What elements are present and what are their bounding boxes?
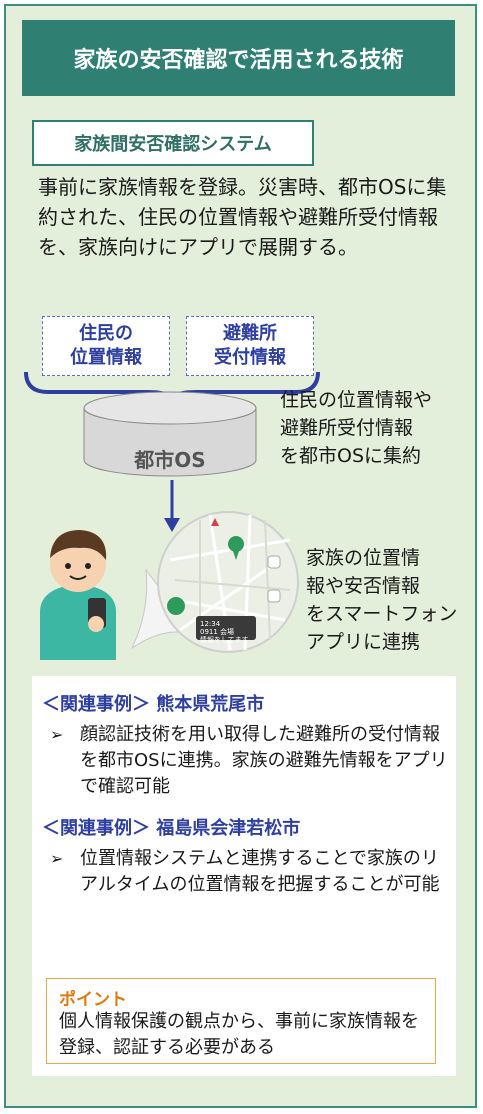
bullet-arrow-icon: ➢: [50, 725, 64, 744]
diagram-graphic: [24, 371, 320, 660]
system-description: 事前に家族情報を登録。災害時、都市OSに集約された、住民の位置情報や避難所受付情…: [38, 175, 447, 259]
city-os-label: 都市OS: [134, 448, 206, 472]
point-text: 個人情報保護の観点から、事前に家族情報を登録、認証する必要がある: [59, 1011, 419, 1058]
map-bubble-icon: [130, 511, 299, 653]
point-title: ポイント: [59, 990, 127, 1010]
case-bullet-arao: ➢ 顔認証技術を用い取得した避難所の受付情報を都市OSに連携。家族の避難先情報を…: [50, 724, 448, 797]
app-integration-note: 家族の位置情 報や安否情報 をスマートフォン アプリに連携: [306, 547, 458, 653]
person-with-phone-icon: [40, 530, 116, 660]
phone-popup: 12:34 0911 会場 情報をしてます: [200, 620, 249, 644]
case-heading-arao: ＜関連事例＞ 熊本県荒尾市: [42, 694, 265, 715]
chip-shelter-info: 避難所受付情報: [186, 316, 314, 376]
case-heading-aizuwakamatsu: ＜関連事例＞ 福島県会津若松市: [42, 818, 301, 839]
system-name-badge: 家族間安否確認システム: [32, 120, 314, 166]
point-box: ポイント 個人情報保護の観点から、事前に家族情報を登録、認証する必要がある: [46, 978, 436, 1064]
bullet-arrow-icon: ➢: [50, 849, 64, 868]
chip-location-info: 住民の位置情報: [42, 316, 170, 376]
case-bullet-aizuwakamatsu: ➢ 位置情報システムと連携することで家族のリアルタイムの位置情報を把握することが…: [50, 848, 440, 895]
page-title: 家族の安否確認で活用される技術: [22, 20, 455, 96]
os-aggregation-note: 住民の位置情報や 避難所受付情報 を都市OSに集約: [280, 389, 433, 467]
database-icon: [83, 391, 257, 477]
related-cases-panel: ＜関連事例＞ 熊本県荒尾市 ➢ 顔認証技術を用い取得した避難所の受付情報を都市O…: [32, 676, 456, 1076]
